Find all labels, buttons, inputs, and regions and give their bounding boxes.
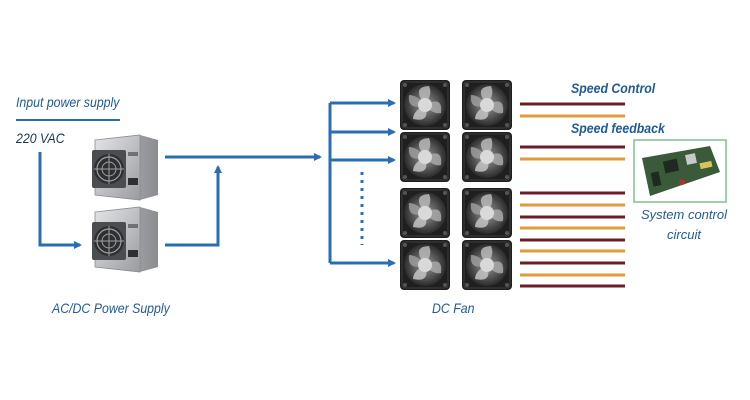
speed-control-label: Speed Control <box>571 80 656 96</box>
fan-grid <box>400 80 512 290</box>
dc-fan-icon <box>462 132 512 182</box>
power-supply-unit-icon <box>92 206 158 273</box>
voltage-label: 220 VAC <box>16 130 65 146</box>
dc-fan-icon <box>462 188 512 238</box>
speed-feedback-label: Speed feedback <box>571 120 665 136</box>
dc-fan-icon <box>462 240 512 290</box>
dc-fan-icon <box>400 240 450 290</box>
system-control-label: System control circuit <box>641 207 727 242</box>
circuit-board-icon <box>633 139 727 203</box>
power-supply-unit-icon <box>92 134 158 201</box>
fan-caption: DC Fan <box>432 300 475 316</box>
dc-fan-icon <box>462 80 512 130</box>
dc-fan-icon <box>400 188 450 238</box>
psu-caption: AC/DC Power Supply <box>52 300 170 316</box>
dc-fan-icon <box>400 132 450 182</box>
input-arrow <box>38 152 82 249</box>
dc-fan-icon <box>400 80 450 130</box>
input-power-label: Input power supply <box>16 94 120 110</box>
psu2-output-wire <box>165 165 222 247</box>
signal-wires <box>520 102 625 288</box>
